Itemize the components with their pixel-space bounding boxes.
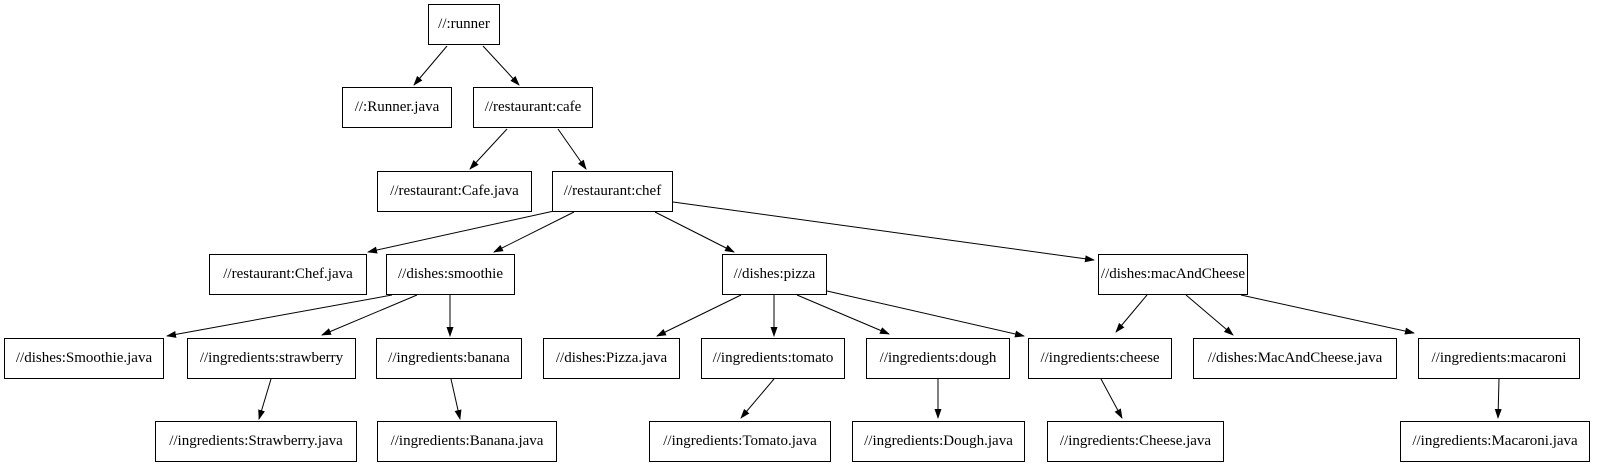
node-macaroni: //ingredients:macaroni [1418, 338, 1580, 379]
node-runner-java: //:Runner.java [342, 87, 452, 128]
edge-banana-to-banana-java [450, 378, 462, 420]
node-tomato: //ingredients:tomato [701, 338, 845, 379]
node-pizza-java: //dishes:Pizza.java [543, 338, 680, 379]
edge-smoothie-to-smoothie-java [166, 294, 393, 338]
edge-chef-to-macandcheese [672, 201, 1095, 263]
node-banana: //ingredients:banana [376, 338, 522, 379]
node-cheese: //ingredients:cheese [1028, 338, 1172, 379]
node-chef: //restaurant:chef [552, 171, 673, 212]
edge-macaroni-to-macaroni-java [1494, 378, 1502, 419]
node-strawberry-java: //ingredients:Strawberry.java [155, 421, 357, 462]
edge-runner-to-runner-java [413, 45, 448, 86]
node-macandcheese: //dishes:macAndCheese [1098, 254, 1248, 295]
edge-cheese-to-cheese-java [1100, 378, 1123, 419]
node-macandcheese-java: //dishes:MacAndCheese.java [1193, 338, 1397, 379]
edge-chef-to-pizza [654, 211, 735, 253]
edge-cafe-to-cafe-java [469, 128, 508, 170]
node-cheese-java: //ingredients:Cheese.java [1047, 421, 1224, 462]
node-smoothie-java: //dishes:Smoothie.java [4, 338, 164, 379]
node-dough: //ingredients:dough [866, 338, 1010, 379]
edge-runner-to-cafe [482, 45, 520, 86]
edge-chef-to-smoothie [493, 211, 575, 253]
node-pizza: //dishes:pizza [722, 254, 827, 295]
edge-macandcheese-to-cheese [1115, 294, 1148, 333]
edge-pizza-to-pizza-java [656, 294, 742, 337]
edge-pizza-to-dough [796, 294, 890, 335]
edge-tomato-to-tomato-java [740, 378, 775, 419]
node-strawberry: //ingredients:strawberry [187, 338, 356, 379]
node-banana-java: //ingredients:Banana.java [377, 421, 557, 462]
edge-cafe-to-chef [557, 128, 587, 170]
node-dough-java: //ingredients:Dough.java [852, 421, 1025, 462]
node-runner: //:runner [428, 4, 500, 45]
node-tomato-java: //ingredients:Tomato.java [649, 421, 831, 462]
node-macaroni-java: //ingredients:Macaroni.java [1400, 421, 1590, 462]
node-smoothie: //dishes:smoothie [386, 254, 515, 295]
node-cafe-java: //restaurant:Cafe.java [377, 171, 532, 212]
edge-chef-to-chef-java [367, 210, 555, 254]
edge-pizza-to-cheese [826, 290, 1025, 338]
edge-smoothie-to-strawberry [321, 294, 418, 336]
edge-strawberry-to-strawberry-java [258, 378, 272, 420]
edge-macandcheese-to-macaroni [1240, 294, 1415, 335]
node-chef-java: //restaurant:Chef.java [209, 254, 367, 295]
node-cafe: //restaurant:cafe [473, 87, 593, 128]
edge-macandcheese-to-macandcheese-java [1185, 294, 1234, 336]
